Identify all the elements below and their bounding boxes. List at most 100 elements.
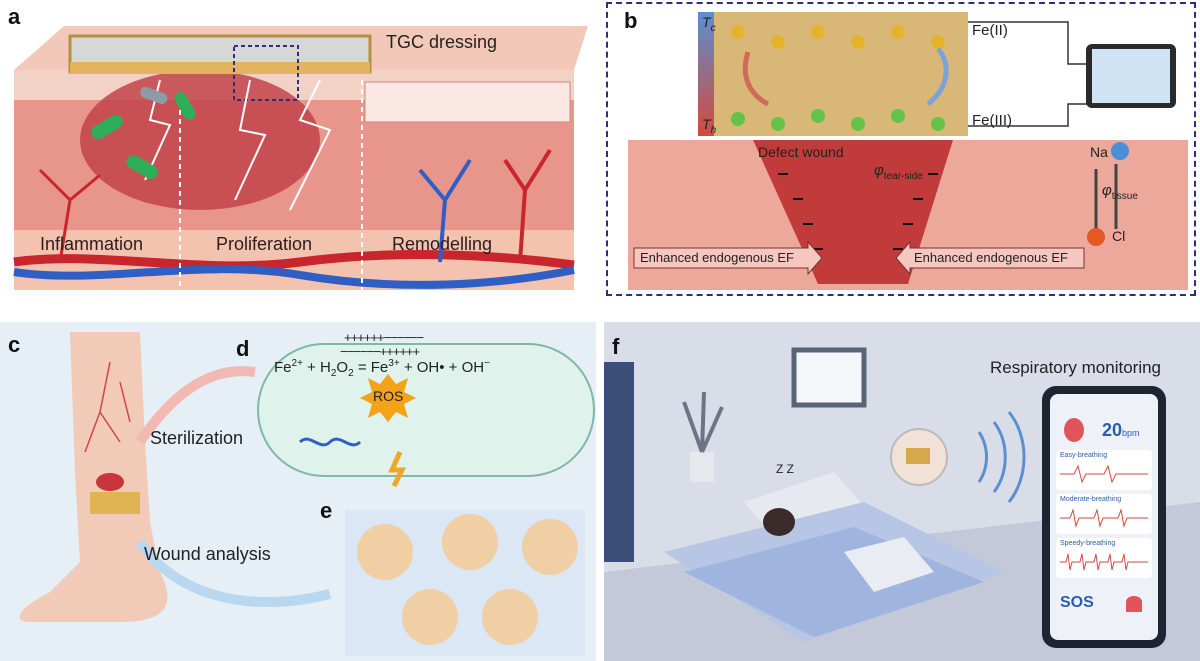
wound-analysis-label: Wound analysis (144, 544, 271, 564)
dna-strand (298, 437, 362, 447)
breathing-rate: 20bpm (1102, 420, 1140, 440)
panel-a: a TGC dressing Inflammation (0, 0, 600, 300)
arrow-to-sterilization (135, 366, 256, 445)
tablet-screen (1092, 49, 1170, 103)
waveform-2 (1060, 508, 1148, 528)
lungs-icon (1064, 418, 1084, 442)
fe3-ions (731, 109, 945, 131)
panel-label-e: e (320, 498, 333, 523)
phone-mode-card-3 (1056, 538, 1152, 578)
bacterium-3 (174, 92, 196, 120)
vessel-red-horizontal (13, 250, 575, 271)
stage-label-inflammation: Inflammation (40, 234, 144, 254)
fe2-label: Fe(II) (972, 22, 1008, 39)
bacterium-2 (126, 155, 158, 179)
panel-a-illustration (13, 26, 588, 290)
leg-dressing (90, 492, 140, 514)
sterilization-label: Sterilization (150, 428, 244, 448)
wireless-signal (977, 411, 1026, 503)
cl-ion (1111, 142, 1129, 160)
charges-bottom: −−−−−−++++++ (340, 344, 420, 359)
vessel-red-branch-2 (38, 168, 101, 263)
t-cold-label: Tc (702, 14, 716, 34)
bedroom-illustration (604, 347, 1200, 661)
na-label: Na (1090, 144, 1108, 160)
leg-illustration (19, 332, 595, 656)
e-circle-1 (357, 524, 413, 580)
waveform-3 (1060, 553, 1148, 571)
stage-label-remodelling: Remodelling (392, 234, 493, 254)
sos-label: SOS (1060, 594, 1094, 611)
lightning-2 (234, 79, 267, 201)
wall-picture (791, 347, 867, 408)
vessel-blue-branch (418, 158, 472, 263)
ef-arrow-left (633, 240, 823, 276)
zoom-box (233, 45, 299, 101)
window (604, 362, 634, 562)
dressing-base (70, 62, 370, 74)
panel-label-b: b (624, 8, 638, 33)
fe3-label: Fe(III) (972, 112, 1012, 129)
mode-easy: Easy-breathing (1060, 452, 1108, 459)
e-circle-4 (402, 589, 458, 645)
phone-mode-card-1 (1056, 450, 1152, 490)
ef-label-left: Enhanced endogenous EF (640, 250, 794, 265)
panel-b-illustration (628, 12, 1188, 290)
redox-arrow-down (742, 51, 770, 107)
lightning-3 (289, 79, 332, 211)
panel-label-c: c (8, 332, 21, 357)
stage-label-proliferation: Proliferation (216, 234, 313, 254)
leg-shape (19, 332, 168, 622)
negative-charges-right (893, 173, 938, 250)
dressing-label: TGC dressing (386, 32, 498, 52)
defect-wound-label: Defect wound (758, 144, 844, 160)
panel-cde: c Sterilization Wound analysis d ++++++−… (0, 322, 596, 661)
e-circle-3 (522, 519, 578, 575)
charges-top: ++++++−−−−−− (344, 330, 424, 345)
wrist-sensor-patch (906, 448, 930, 464)
leg-wound (96, 473, 124, 491)
leg-vessels (84, 361, 131, 453)
panel-label-f: f (612, 334, 620, 359)
panel-f: f Respiratory monitoring Z Z 20bpm Easy-… (604, 322, 1200, 661)
panel-b: b (606, 2, 1196, 296)
plant-pot (690, 452, 714, 482)
waveform-1 (1060, 464, 1148, 484)
wire-bottom (968, 103, 1088, 127)
wound-cavity (80, 70, 320, 210)
ros-label: ROS (373, 388, 404, 404)
bacterium-1 (91, 115, 123, 139)
temperature-gradient-bar (698, 12, 714, 136)
zzz-label: Z Z (776, 462, 794, 476)
e-circle-2 (442, 514, 498, 570)
phi-tissue-label: φtissue (1102, 182, 1138, 202)
ef-label-right: Enhanced endogenous EF (914, 250, 1068, 265)
arrow-to-analysis (135, 539, 332, 608)
phone-mode-card-2 (1056, 494, 1152, 534)
respiratory-title: Respiratory monitoring (990, 358, 1162, 377)
panel-label-a: a (8, 4, 21, 29)
ros-burst (360, 374, 416, 422)
fenton-equation: Fe2+ + H2O2 = Fe3+ + OH• + OH− (274, 358, 490, 379)
nightstand (844, 537, 934, 592)
panel-d-bubble (257, 343, 595, 477)
fe2-ions (731, 25, 945, 49)
t-hot-label: Th (702, 116, 717, 136)
cl-label: Cl (1112, 228, 1126, 244)
phi-tear-label: φtear-side (874, 162, 923, 182)
e-circle-5 (482, 589, 538, 645)
sleeping-person-head (763, 508, 795, 536)
alarm-icon (1126, 596, 1142, 612)
mode-speedy: Speedy-breathing (1060, 540, 1116, 547)
mode-moderate: Moderate-breathing (1060, 496, 1122, 503)
vessel-red-branch (503, 148, 552, 263)
vessel-blue-horizontal (13, 265, 575, 289)
wire-top (968, 21, 1088, 65)
panel-label-d: d (236, 336, 250, 361)
na-ion (1087, 228, 1105, 246)
remodelling-cells (364, 81, 571, 123)
ef-arrow-right (895, 240, 1085, 276)
lightning-d (388, 450, 407, 488)
plant-leaves (682, 391, 724, 453)
redox-arrow-up (926, 47, 949, 106)
